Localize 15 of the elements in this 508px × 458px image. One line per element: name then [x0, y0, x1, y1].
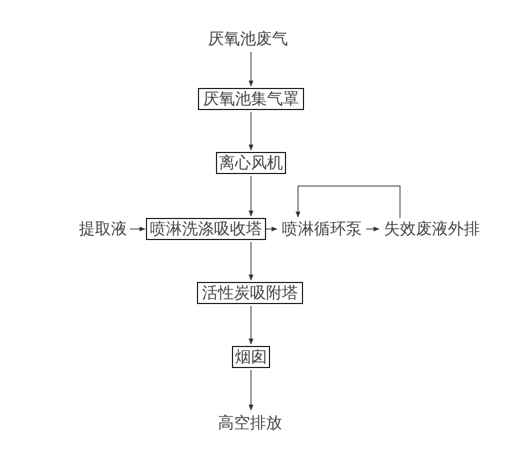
process-box: 活性炭吸附塔: [197, 282, 303, 304]
process-box: 厌氧池集气罩: [198, 88, 304, 110]
process-box: 喷淋洗涤吸收塔: [146, 218, 266, 240]
process-box: 离心风机: [216, 152, 286, 174]
arrow: [248, 112, 254, 151]
arrow: [248, 306, 254, 345]
arrow: [248, 242, 254, 281]
arrow: [248, 176, 254, 217]
arrow: [296, 186, 400, 218]
arrow: [266, 226, 278, 232]
arrow: [248, 52, 254, 87]
arrow: [248, 370, 254, 411]
arrow: [130, 226, 146, 232]
arrow: [366, 226, 380, 232]
process-box: 烟囱: [232, 346, 270, 368]
